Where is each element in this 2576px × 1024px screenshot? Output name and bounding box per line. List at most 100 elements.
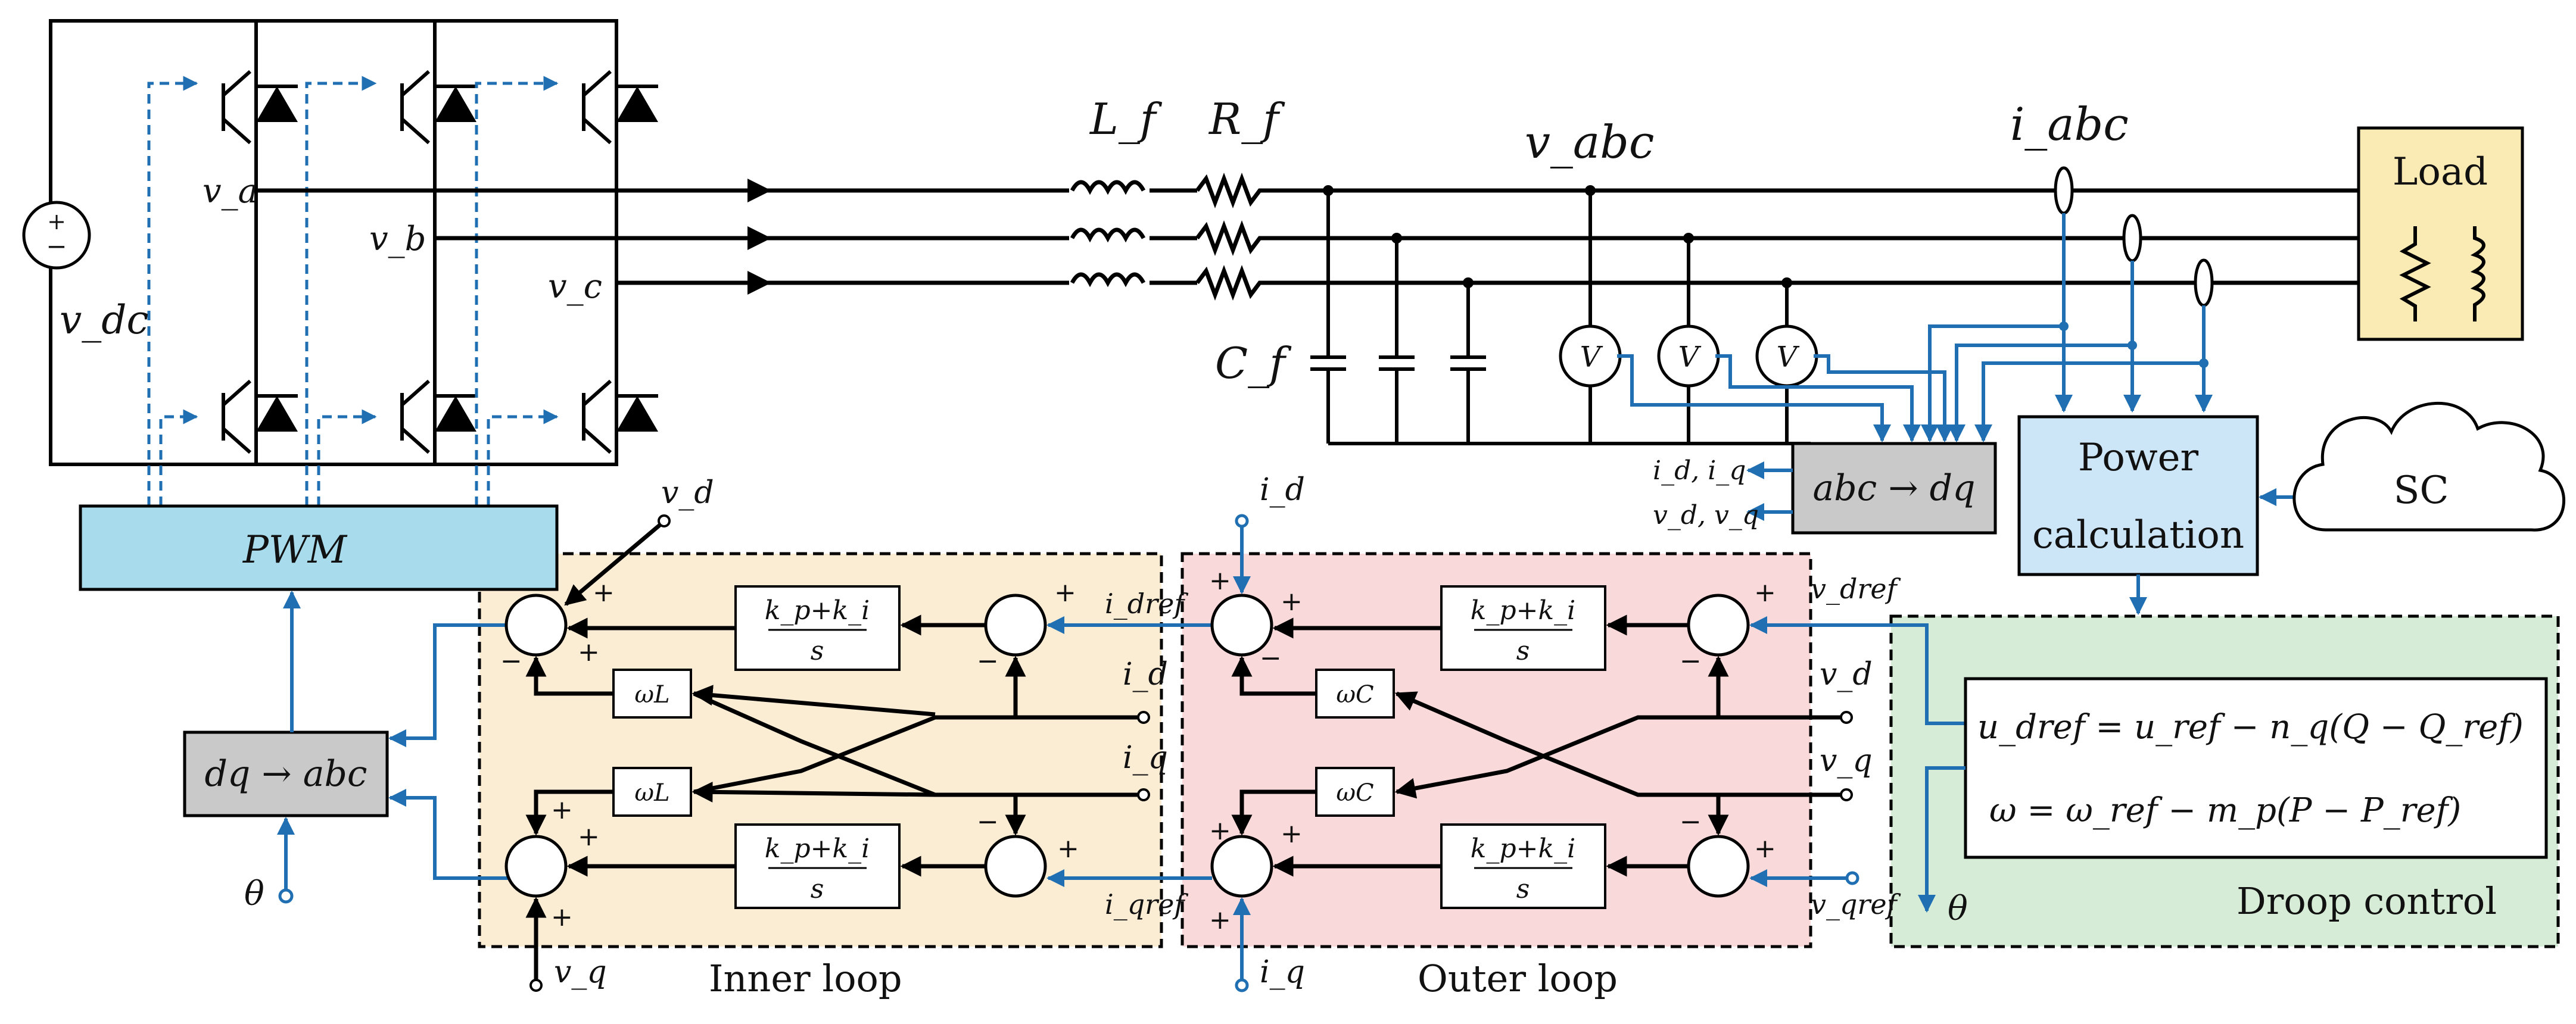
svg-text:ωC: ωC [1336,681,1373,708]
inner-iq-label: i_q [1123,740,1168,776]
svg-text:dq → abc: dq → abc [204,753,367,795]
vabc-label: v_abc [1525,115,1654,168]
svg-text:Load: Load [2393,150,2488,194]
rf-label: R_f [1208,94,1285,144]
vd-vq-output-label: v_d, v_q [1653,500,1759,530]
voltmeter-icons: V V V [1559,185,1818,444]
outer-error-q [1687,835,1750,898]
svg-text:V: V [1678,341,1702,374]
inner-vq-label: v_q [554,954,607,990]
svg-text:+: + [1209,566,1231,596]
svg-text:+: + [551,795,573,825]
load-inductor-icon [2470,226,2485,321]
svg-text:−: − [1680,807,1702,837]
svg-text:+: + [1209,905,1231,935]
svg-text:+: + [1281,586,1303,617]
svg-text:PWM: PWM [242,528,348,572]
svg-text:−: − [977,646,999,676]
svg-text:+: + [47,208,66,235]
svg-text:abc → dq: abc → dq [1812,467,1975,509]
svg-text:−: − [46,232,67,261]
inner-q-output-wire [388,789,509,880]
svg-text:+: + [551,902,573,932]
svg-text:ωL: ωL [634,779,669,807]
pwm-block: PWM [79,504,559,591]
svg-text:k_p+k_i: k_p+k_i [1471,595,1575,626]
svg-text:u_dref = u_ref − n_q(Q − Q_ref: u_dref = u_ref − n_q(Q − Q_ref) [1977,708,2524,747]
load-block: Load [2357,126,2524,341]
idref-label: i_dref [1105,588,1188,620]
phase-c-label: v_c [548,267,602,306]
svg-text:ωC: ωC [1336,779,1373,807]
svg-text:−: − [500,646,522,676]
svg-text:+: + [1281,819,1303,849]
svg-text:−: − [1680,646,1702,676]
iabc-label: i_abc [2010,98,2129,151]
outer-loop-blocks: k_p+k_i s k_p+k_i s ωC ωC + + − + − + + … [1209,566,1853,935]
svg-text:k_p+k_i: k_p+k_i [765,595,870,626]
abc-to-dq-block: abc → dq [1791,442,1997,535]
outer-iq-label: i_q [1260,954,1305,990]
current-feedback-wires [1921,213,2213,442]
outer-id-label: i_d [1260,472,1305,508]
svg-text:s: s [1516,636,1530,666]
outer-vq-label: v_q [1820,743,1873,779]
svg-text:+: + [1054,577,1076,608]
inner-loop-blocks: k_p+k_i s k_p+k_i s ωL ωL + − + + [500,514,1150,992]
outer-sum-d [1210,594,1273,657]
dc-source-icon: + − [22,201,91,270]
svg-text:s: s [811,636,824,666]
inner-d-output-wire [388,623,509,747]
filter-resistor-icon [1195,173,1269,301]
svg-text:k_p+k_i: k_p+k_i [765,833,870,864]
vdref-wire [1749,616,1966,725]
svg-text:+: + [1209,816,1231,846]
load-resistor-icon [2399,226,2431,321]
droop-theta-wire [1918,766,1966,913]
theta-input-label: θ [244,875,264,913]
cf-label: C_f [1215,338,1292,388]
outer-vd-label: v_d [1820,657,1873,692]
filter-inductor-icon [1069,173,1150,292]
droop-theta-label: θ [1948,889,1968,928]
id-iq-output-label: i_d, i_q [1653,455,1746,486]
phase-b-label: v_b [369,220,426,258]
svg-text:ωL: ωL [634,681,669,708]
svg-text:calculation: calculation [2032,513,2244,557]
igbt-switch-icons [222,70,658,454]
svg-text:−: − [1260,643,1282,673]
droop-control-label: Droop control [2237,879,2497,923]
svg-text:V: V [1777,341,1800,374]
inner-id-label: i_d [1123,657,1168,692]
power-calculation-block: Power calculation [2017,415,2259,576]
inner-sum-q [504,835,568,898]
inverter-bridge [49,19,658,506]
vqref-label: v_qref [1811,888,1901,920]
outer-sum-q [1210,835,1273,898]
svg-text:Power: Power [2078,436,2199,480]
droop-equation-box: u_dref = u_ref − n_q(Q − Q_ref) ω = ω_re… [1964,677,2548,859]
filter-capacitor-icon [1310,185,1811,445]
outer-loop-label: Outer loop [1418,957,1618,1000]
svg-text:ω = ω_ref − m_p(P − P_ref): ω = ω_ref − m_p(P − P_ref) [1989,791,2461,830]
vdref-label: v_dref [1811,573,1901,605]
svg-text:+: + [1057,833,1079,864]
inner-vd-label: v_d [661,475,714,511]
lf-label: L_f [1089,94,1163,144]
voltage-feedback-wires [1617,354,1954,442]
svg-text:−: − [977,807,999,837]
sc-cloud-icon: SC [2292,402,2566,532]
dq-to-abc-block: dq → abc [183,730,389,817]
svg-text:V: V [1580,341,1603,374]
phase-a-label: v_a [203,172,258,211]
svg-text:s: s [1516,874,1530,904]
vdc-label: v_dc [60,297,149,343]
svg-text:s: s [811,874,824,904]
svg-text:SC: SC [2394,469,2449,513]
inner-error-q [984,835,1047,898]
svg-text:+: + [578,822,600,852]
svg-text:+: + [578,637,600,667]
inner-sum-d [504,594,568,657]
svg-text:k_p+k_i: k_p+k_i [1471,833,1575,864]
